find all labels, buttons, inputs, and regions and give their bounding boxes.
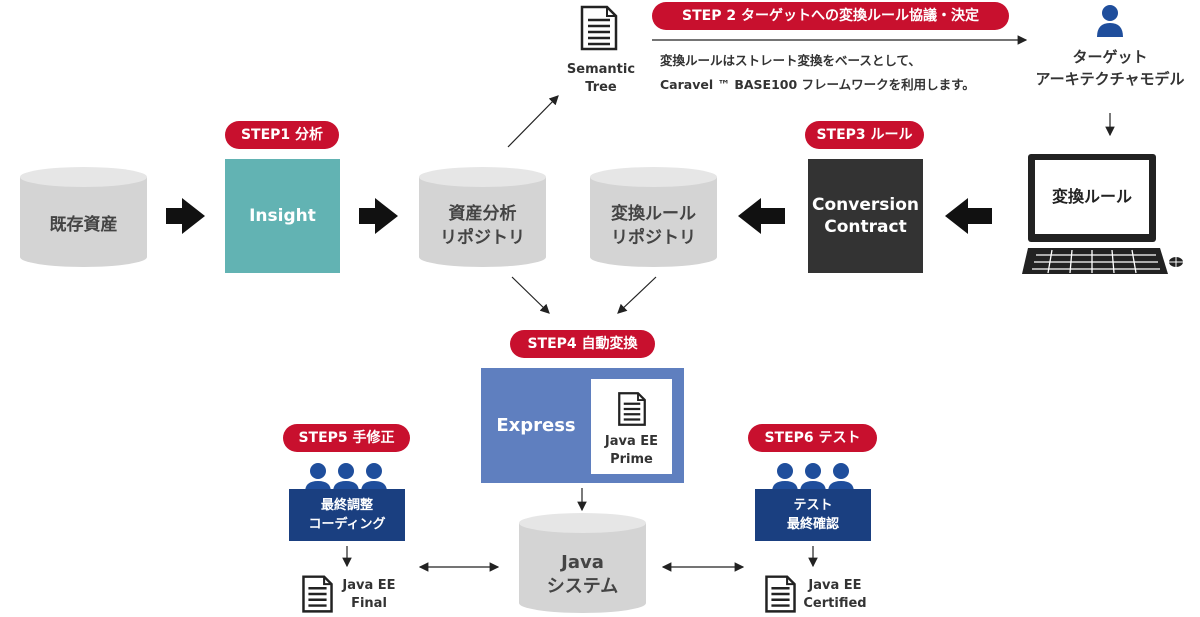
java-ee-certified-document-icon [765,575,796,613]
conversion-rule-screen-label: 変換ルール [1051,187,1132,206]
semantic-tree-label: Semantic Tree [555,61,647,97]
block-arrow-1 [166,198,205,234]
java-ee-final-line1: Java EE [342,578,396,593]
java-ee-certified-label: Java EE Certified [798,577,872,613]
step3-badge: STEP3 ルール [805,121,924,149]
step2-badge: STEP 2 ターゲットへの変換ルール協議・決定 [652,2,1009,30]
computer-icon [1022,154,1183,274]
step2-note-line1: 変換ルールはストレート変換をベースとして、 [660,53,921,68]
arrow-to-semantic-tree [507,95,559,148]
analysis-repository-label: 資産分析 リポジトリ [419,202,546,250]
block-arrow-2 [359,198,398,234]
conversion-contract-line1: Conversion [812,195,919,215]
conversion-contract-box: Conversion Contract [808,159,923,273]
java-ee-certified-line2: Certified [803,596,867,611]
block-arrow-3 [738,198,785,234]
final-coding-line1: 最終調整 [320,498,373,513]
express-label: Express [496,415,576,436]
express-box: Express Java EE Prime [481,368,684,483]
person-icon [1097,5,1123,37]
test-line2: 最終確認 [786,517,839,532]
insight-label: Insight [249,206,316,226]
java-ee-final-label: Java EE Final [334,577,404,613]
analysis-repository-line2: リポジトリ [440,228,525,248]
conversion-repository-label: 変換ルール リポジトリ [590,202,717,250]
final-coding-line2: コーディング [308,517,386,532]
java-ee-certified-line1: Java EE [808,578,862,593]
test-box: テスト 最終確認 [755,489,871,541]
step2-note: 変換ルールはストレート変換をベースとして、 Caravel ™ BASE100 … [660,49,1030,97]
legacy-assets-cylinder: 既存資産 [20,167,147,267]
java-system-line2: システム [546,576,619,597]
conversion-repository-cylinder: 変換ルール リポジトリ [590,167,717,267]
team-people-icon-right [772,463,854,492]
test-line1: テスト [793,498,833,513]
conversion-contract-line2: Contract [824,217,907,237]
step1-badge: STEP1 分析 [225,121,339,149]
semantic-tree-line2: Tree [585,80,617,95]
java-system-label: Java システム [519,551,646,599]
team-people-icon-left [305,463,387,492]
java-ee-prime-label: Java EE Prime [591,433,672,469]
semantic-tree-document-icon [580,5,618,51]
java-ee-prime-line2: Prime [610,452,653,467]
conversion-repository-line2: リポジトリ [611,228,696,248]
step4-badge: STEP4 自動変換 [510,330,655,358]
step2-note-line2: Caravel ™ BASE100 フレームワークを利用します。 [660,77,975,92]
java-ee-prime-line1: Java EE [604,434,659,449]
target-line1: ターゲット [1072,48,1148,66]
arrow-conversion-to-express [617,276,657,314]
legacy-assets-label: 既存資産 [49,215,118,235]
conversion-repository-line1: 変換ルール [611,204,696,224]
step6-badge: STEP6 テスト [748,424,877,452]
arrow-analysis-to-express [511,276,550,314]
java-system-cylinder: Java システム [519,513,646,613]
step5-badge: STEP5 手修正 [283,424,410,452]
target-line2: アーキテクチャモデル [1035,70,1185,88]
java-ee-final-line2: Final [351,596,387,611]
insight-box: Insight [225,159,340,273]
final-coding-box: 最終調整 コーディング [289,489,405,541]
analysis-repository-line1: 資産分析 [448,204,517,224]
java-ee-prime-panel: Java EE Prime [591,379,672,474]
java-ee-prime-document-icon [618,392,646,426]
analysis-repository-cylinder: 資産分析 リポジトリ [419,167,546,267]
semantic-tree-line1: Semantic [566,62,636,77]
java-ee-final-document-icon [302,575,333,613]
block-arrow-4 [945,198,992,234]
target-architecture-label: ターゲット アーキテクチャモデル [1020,46,1200,90]
java-system-line1: Java [561,552,604,573]
